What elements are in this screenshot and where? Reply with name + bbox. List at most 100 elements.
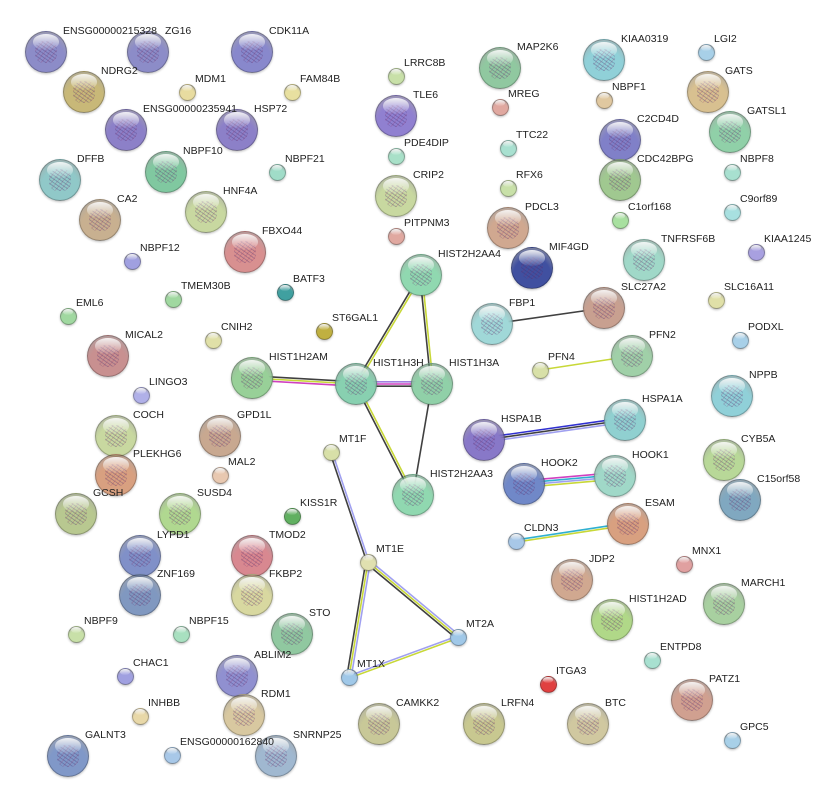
node-tmem30b[interactable] [164, 290, 182, 308]
node-dffb[interactable] [39, 159, 81, 201]
node-ensg00000215328[interactable] [25, 31, 67, 73]
node-lrfn4[interactable] [463, 703, 505, 745]
node-pfn4[interactable] [531, 361, 549, 379]
node-jdp2[interactable] [551, 559, 593, 601]
node-mif4gd[interactable] [511, 247, 553, 289]
node-hist2h2aa3[interactable] [392, 474, 434, 516]
node-fbp1[interactable] [471, 303, 513, 345]
node-znf169[interactable] [119, 574, 161, 616]
node-tmod2[interactable] [231, 535, 273, 577]
node-ensg00000162840[interactable] [163, 746, 181, 764]
node-hist1h2am[interactable] [231, 357, 273, 399]
node-hook2[interactable] [503, 463, 545, 505]
node-kiaa0319[interactable] [583, 39, 625, 81]
node-gats[interactable] [687, 71, 729, 113]
node-st6gal1[interactable] [315, 322, 333, 340]
node-lingo3[interactable] [132, 386, 150, 404]
node-inhbb[interactable] [131, 707, 149, 725]
node-lrrc8b[interactable] [387, 67, 405, 85]
node-nbpf12[interactable] [123, 252, 141, 270]
node-kiaa1245[interactable] [747, 243, 765, 261]
node-hspa1b[interactable] [463, 419, 505, 461]
node-hist1h3a[interactable] [411, 363, 453, 405]
node-entpd8[interactable] [643, 651, 661, 669]
node-cdc42bpg[interactable] [599, 159, 641, 201]
node-nbpf9[interactable] [67, 625, 85, 643]
node-ablim2[interactable] [216, 655, 258, 697]
node-chac1[interactable] [116, 667, 134, 685]
node-ttc22[interactable] [499, 139, 517, 157]
node-fkbp2[interactable] [231, 574, 273, 616]
node-cdk11a[interactable] [231, 31, 273, 73]
node-mt1e[interactable] [359, 553, 377, 571]
node-hnf4a[interactable] [185, 191, 227, 233]
edge-mt1x-mt2a[interactable] [348, 635, 459, 679]
node-patz1[interactable] [671, 679, 713, 721]
node-camkk2[interactable] [358, 703, 400, 745]
edge-mt1e-mt1x[interactable] [346, 561, 371, 678]
node-esam[interactable] [607, 503, 649, 545]
node-hspa1a[interactable] [604, 399, 646, 441]
node-rdm1[interactable] [223, 694, 265, 736]
edge-mt1f-mt1e[interactable] [329, 451, 370, 563]
node-btc[interactable] [567, 703, 609, 745]
node-gcsh[interactable] [55, 493, 97, 535]
node-hist1h3h[interactable] [335, 363, 377, 405]
node-fbxo44[interactable] [224, 231, 266, 273]
node-map2k6[interactable] [479, 47, 521, 89]
node-pitpnm3[interactable] [387, 227, 405, 245]
node-podxl[interactable] [731, 331, 749, 349]
node-cnih2[interactable] [204, 331, 222, 349]
node-rfx6[interactable] [499, 179, 517, 197]
node-nppb[interactable] [711, 375, 753, 417]
node-hist2h2aa4[interactable] [400, 254, 442, 296]
node-mt1x[interactable] [340, 668, 358, 686]
node-kiss1r[interactable] [283, 507, 301, 525]
node-ensg00000235941[interactable] [105, 109, 147, 151]
node-eml6[interactable] [59, 307, 77, 325]
node-nbpf10[interactable] [145, 151, 187, 193]
node-crip2[interactable] [375, 175, 417, 217]
node-pdcl3[interactable] [487, 207, 529, 249]
node-galnt3[interactable] [47, 735, 89, 777]
node-ndrg2[interactable] [63, 71, 105, 113]
edge-hspa1b-hspa1a[interactable] [483, 417, 626, 443]
node-nbpf8[interactable] [723, 163, 741, 181]
node-march1[interactable] [703, 583, 745, 625]
node-nbpf1[interactable] [595, 91, 613, 109]
node-c15orf58[interactable] [719, 479, 761, 521]
node-c9orf89[interactable] [723, 203, 741, 221]
node-mdm1[interactable] [178, 83, 196, 101]
node-gatsl1[interactable] [709, 111, 751, 153]
node-tle6[interactable] [375, 95, 417, 137]
node-c2cd4d[interactable] [599, 119, 641, 161]
node-hook1[interactable] [594, 455, 636, 497]
node-cyb5a[interactable] [703, 439, 745, 481]
node-hist1h2ad[interactable] [591, 599, 633, 641]
node-c1orf168[interactable] [611, 211, 629, 229]
node-gpd1l[interactable] [199, 415, 241, 457]
edge-mt1e-mt2a[interactable] [366, 559, 460, 640]
node-mal2[interactable] [211, 466, 229, 484]
node-pfn2[interactable] [611, 335, 653, 377]
node-slc27a2[interactable] [583, 287, 625, 329]
node-lgi2[interactable] [697, 43, 715, 61]
node-slc16a11[interactable] [707, 291, 725, 309]
node-nbpf21[interactable] [268, 163, 286, 181]
node-mt1f[interactable] [322, 443, 340, 461]
node-mreg[interactable] [491, 98, 509, 116]
node-mnx1[interactable] [675, 555, 693, 573]
node-gpc5[interactable] [723, 731, 741, 749]
node-lypd1[interactable] [119, 535, 161, 577]
node-pde4dip[interactable] [387, 147, 405, 165]
node-itga3[interactable] [539, 675, 557, 693]
node-coch[interactable] [95, 415, 137, 457]
node-cldn3[interactable] [507, 532, 525, 550]
node-nbpf15[interactable] [172, 625, 190, 643]
node-fam84b[interactable] [283, 83, 301, 101]
node-mical2[interactable] [87, 335, 129, 377]
node-ca2[interactable] [79, 199, 121, 241]
node-mt2a[interactable] [449, 628, 467, 646]
node-tnfrsf6b[interactable] [623, 239, 665, 281]
